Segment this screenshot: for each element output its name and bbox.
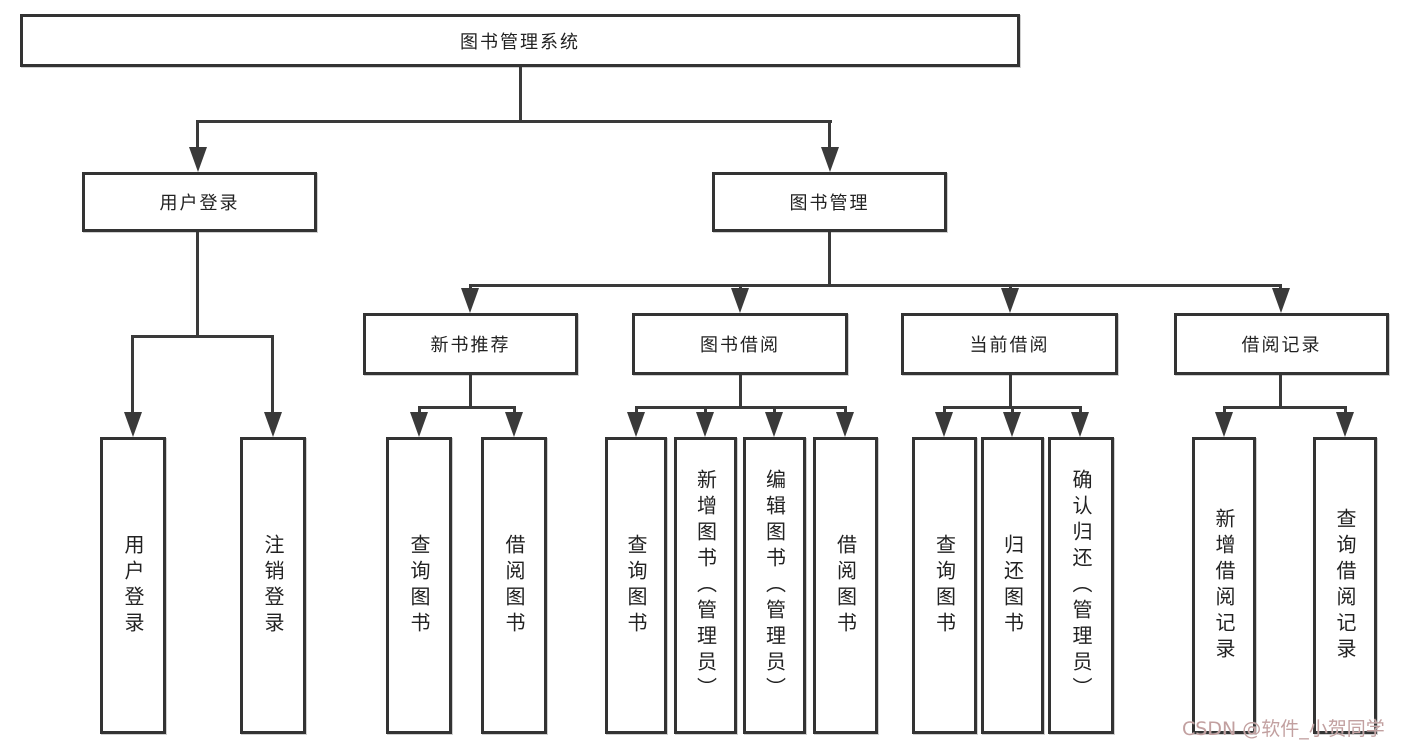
arrow-down-icon — [765, 412, 783, 437]
leaf-logout: 注销登录 — [240, 437, 306, 734]
arrow-down-icon — [696, 412, 714, 437]
leaf-label: 查询图书 — [932, 533, 957, 638]
leaf-label: 注销登录 — [261, 533, 285, 638]
connector-line — [519, 67, 522, 121]
connector-line — [1009, 375, 1012, 409]
node-root-label: 图书管理系统 — [460, 31, 580, 53]
connector-line — [271, 335, 274, 419]
connector-line — [131, 335, 274, 338]
arrow-down-icon — [461, 288, 479, 313]
leaf-label: 查询借阅记录 — [1333, 507, 1357, 664]
arrow-down-icon — [1336, 412, 1354, 437]
arrow-down-icon — [189, 147, 207, 172]
node-book-management: 图书管理 — [712, 172, 947, 232]
connector-line — [635, 406, 846, 409]
leaf-label: 用户登录 — [121, 533, 145, 638]
node-user-login: 用户登录 — [82, 172, 317, 232]
arrow-down-icon — [731, 288, 749, 313]
leaf-confirm-return-admin: 确认归还（管理员） — [1048, 437, 1114, 734]
connector-line — [131, 335, 134, 419]
connector-line — [469, 284, 1282, 287]
leaf-label: 查询图书 — [624, 533, 648, 638]
connector-line — [469, 375, 472, 409]
arrow-down-icon — [627, 412, 645, 437]
node-borrowing-records: 借阅记录 — [1174, 313, 1389, 375]
arrow-down-icon — [1215, 412, 1233, 437]
connector-line — [418, 406, 516, 409]
node-root: 图书管理系统 — [20, 14, 1020, 67]
leaf-label: 确认归还（管理员） — [1069, 468, 1093, 703]
leaf-query-books-current: 查询图书 — [912, 437, 977, 734]
leaf-return-books: 归还图书 — [981, 437, 1044, 734]
arrow-down-icon — [1071, 412, 1089, 437]
leaf-query-borrow-record: 查询借阅记录 — [1313, 437, 1377, 734]
arrow-down-icon — [410, 412, 428, 437]
connector-line — [196, 232, 199, 338]
connector-line — [1223, 406, 1347, 409]
leaf-add-book-admin: 新增图书（管理员） — [674, 437, 737, 734]
arrow-down-icon — [124, 412, 142, 437]
connector-line — [739, 375, 742, 409]
leaf-label: 借阅图书 — [502, 533, 526, 638]
node-borrowing-records-label: 借阅记录 — [1241, 335, 1322, 356]
arrow-down-icon — [1003, 412, 1021, 437]
arrow-down-icon — [1001, 288, 1019, 313]
leaf-label: 新增借阅记录 — [1212, 507, 1236, 664]
leaf-label: 借阅图书 — [833, 533, 858, 638]
node-book-borrowing-label: 图书借阅 — [700, 335, 780, 356]
leaf-add-borrow-record: 新增借阅记录 — [1192, 437, 1256, 734]
arrow-down-icon — [935, 412, 953, 437]
node-user-login-label: 用户登录 — [159, 193, 240, 214]
arrow-down-icon — [264, 412, 282, 437]
connector-line — [828, 232, 831, 287]
node-current-borrowing: 当前借阅 — [901, 313, 1118, 375]
csdn-watermark: CSDN @软件_小贺同学 — [1182, 718, 1385, 740]
arrow-down-icon — [1272, 288, 1290, 313]
node-current-borrowing-label: 当前借阅 — [969, 335, 1050, 356]
leaf-label: 归还图书 — [1000, 533, 1025, 638]
leaf-label: 查询图书 — [407, 533, 431, 638]
leaf-borrow-books-recommend: 借阅图书 — [481, 437, 547, 734]
connector-line — [828, 120, 831, 152]
connector-line — [1279, 375, 1282, 409]
arrow-down-icon — [836, 412, 854, 437]
leaf-borrow-books-borrowing: 借阅图书 — [813, 437, 878, 734]
leaf-edit-book-admin: 编辑图书（管理员） — [743, 437, 806, 734]
node-new-book-recommend-label: 新书推荐 — [430, 335, 511, 356]
leaf-query-books-recommend: 查询图书 — [386, 437, 452, 734]
leaf-user-login: 用户登录 — [100, 437, 166, 734]
node-book-management-label: 图书管理 — [789, 193, 870, 214]
leaf-query-books-borrowing: 查询图书 — [605, 437, 667, 734]
arrow-down-icon — [821, 147, 839, 172]
connector-line — [196, 120, 832, 123]
leaf-label: 编辑图书（管理员） — [762, 468, 787, 703]
leaf-label: 新增图书（管理员） — [693, 468, 718, 703]
arrow-down-icon — [505, 412, 523, 437]
node-book-borrowing: 图书借阅 — [632, 313, 848, 375]
connector-line — [196, 120, 199, 152]
node-new-book-recommend: 新书推荐 — [363, 313, 578, 375]
